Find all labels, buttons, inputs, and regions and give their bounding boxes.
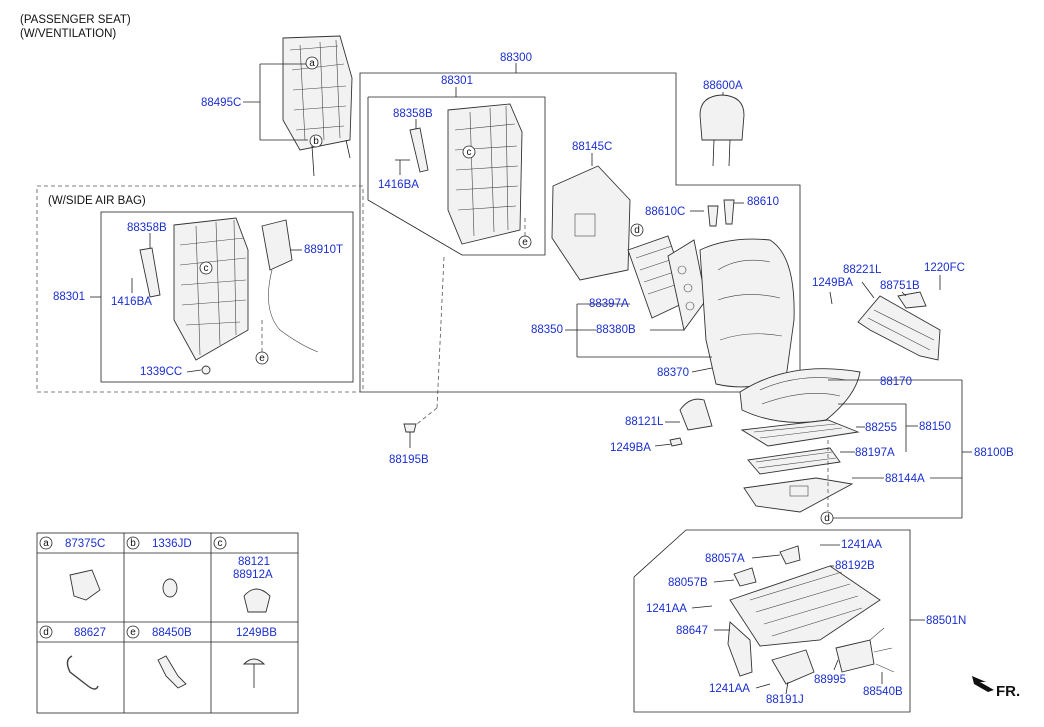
- label-88610C: 88610C: [645, 206, 685, 218]
- seat-back-frame-sab: [139, 217, 319, 375]
- seat-back-cover-88495C: [282, 35, 353, 177]
- label-88647: 88647: [676, 625, 708, 637]
- label-88192B: 88192B: [835, 560, 875, 572]
- legend-d-part-image: [66, 655, 99, 690]
- seat-track-88501N: [727, 545, 895, 685]
- label-88197A: 88197A: [855, 447, 895, 459]
- legend-a-part-image: [69, 569, 101, 601]
- label-88501N: 88501N: [926, 615, 966, 627]
- label-88057A: 88057A: [705, 553, 745, 565]
- label-88301-top: 88301: [441, 75, 473, 87]
- seat-back-trim-88370: [699, 238, 795, 388]
- label-1220FC: 1220FC: [924, 262, 965, 274]
- label-88751B: 88751B: [880, 280, 920, 292]
- label-88195B: 88195B: [389, 454, 429, 466]
- legend-c-part1: 88121: [238, 556, 270, 568]
- label-88150: 88150: [919, 421, 951, 433]
- label-88358B-sab: 88358B: [127, 222, 167, 234]
- legend-e-part-image: [157, 655, 187, 689]
- legend-b-part-image: [162, 578, 178, 598]
- label-88610: 88610: [747, 196, 779, 208]
- callout-e-sab: e: [259, 353, 265, 364]
- label-1416BA-sab: 1416BA: [111, 296, 152, 308]
- label-1241AA-c: 1241AA: [709, 683, 750, 695]
- legend-table: [36, 532, 299, 714]
- cushion-pad-88144A: [743, 477, 854, 513]
- label-88358B-top: 88358B: [393, 108, 433, 120]
- label-88300: 88300: [500, 52, 532, 64]
- label-88144A: 88144A: [885, 473, 925, 485]
- legend-e-part: 88450B: [152, 627, 192, 639]
- label-88145C: 88145C: [572, 141, 612, 153]
- callout-a-top: a: [309, 58, 315, 69]
- legend-c-letter: c: [218, 538, 223, 549]
- label-88301-sab: 88301: [53, 291, 85, 303]
- label-88121L: 88121L: [625, 416, 664, 428]
- label-88995: 88995: [814, 674, 846, 686]
- callout-c-top: c: [467, 147, 472, 158]
- label-1416BA-top: 1416BA: [378, 179, 419, 191]
- label-1339CC: 1339CC: [140, 366, 182, 378]
- legend-c-part-image: [243, 588, 271, 613]
- label-88170: 88170: [880, 376, 912, 388]
- legend-a-part: 87375C: [65, 538, 105, 550]
- label-88370: 88370: [657, 367, 689, 379]
- label-88495C: 88495C: [201, 97, 241, 109]
- side-airbag-label: (W/SIDE AIR BAG): [48, 195, 146, 207]
- seat-cushion-88170: [739, 368, 861, 423]
- label-88100B: 88100B: [974, 447, 1014, 459]
- legend-e-letter: e: [130, 627, 136, 638]
- legend-f-part-image: [242, 658, 266, 688]
- legend-a-letter: a: [43, 538, 49, 549]
- callout-c-sab: c: [204, 263, 209, 274]
- legend-b-part: 1336JD: [152, 538, 192, 550]
- label-88221L: 88221L: [843, 264, 882, 276]
- fr-label: FR.: [996, 683, 1020, 700]
- legend-d-part: 88627: [74, 627, 106, 639]
- label-1249BA-right: 1249BA: [812, 277, 853, 289]
- cushion-pad-88197A: [747, 447, 841, 475]
- cushion-pad-88255: [740, 419, 860, 447]
- legend-f-part: 1249BB: [236, 627, 277, 639]
- label-88191J: 88191J: [766, 694, 804, 706]
- side-shield-88221L: [857, 291, 941, 361]
- legend-c-part2: 88912A: [233, 569, 273, 581]
- label-88910T: 88910T: [304, 244, 343, 256]
- front-direction-arrow-icon: [972, 676, 994, 692]
- label-88350: 88350: [531, 324, 563, 336]
- callout-d-mid: d: [634, 225, 640, 236]
- label-1241AA-a: 1241AA: [841, 539, 882, 551]
- callout-b-top: b: [313, 136, 319, 147]
- headrest-88600A: [699, 94, 745, 167]
- label-88057B: 88057B: [668, 577, 708, 589]
- seat-back-frame-top: [409, 103, 523, 245]
- legend-b-letter: b: [130, 538, 136, 549]
- label-88255: 88255: [865, 422, 897, 434]
- label-1241AA-b: 1241AA: [646, 603, 687, 615]
- legend-d-letter: d: [43, 627, 49, 638]
- pad-88145C: [551, 165, 631, 281]
- header-line1: (PASSENGER SEAT): [20, 14, 131, 26]
- callout-d-low: d: [824, 513, 830, 524]
- label-1249BA-mid: 1249BA: [610, 442, 651, 454]
- label-88380B: 88380B: [596, 324, 636, 336]
- header-line2: (W/VENTILATION): [20, 28, 116, 40]
- label-88540B: 88540B: [863, 686, 903, 698]
- callout-e-top: e: [522, 237, 528, 248]
- label-88397A: 88397A: [589, 298, 629, 310]
- label-88600A: 88600A: [703, 80, 743, 92]
